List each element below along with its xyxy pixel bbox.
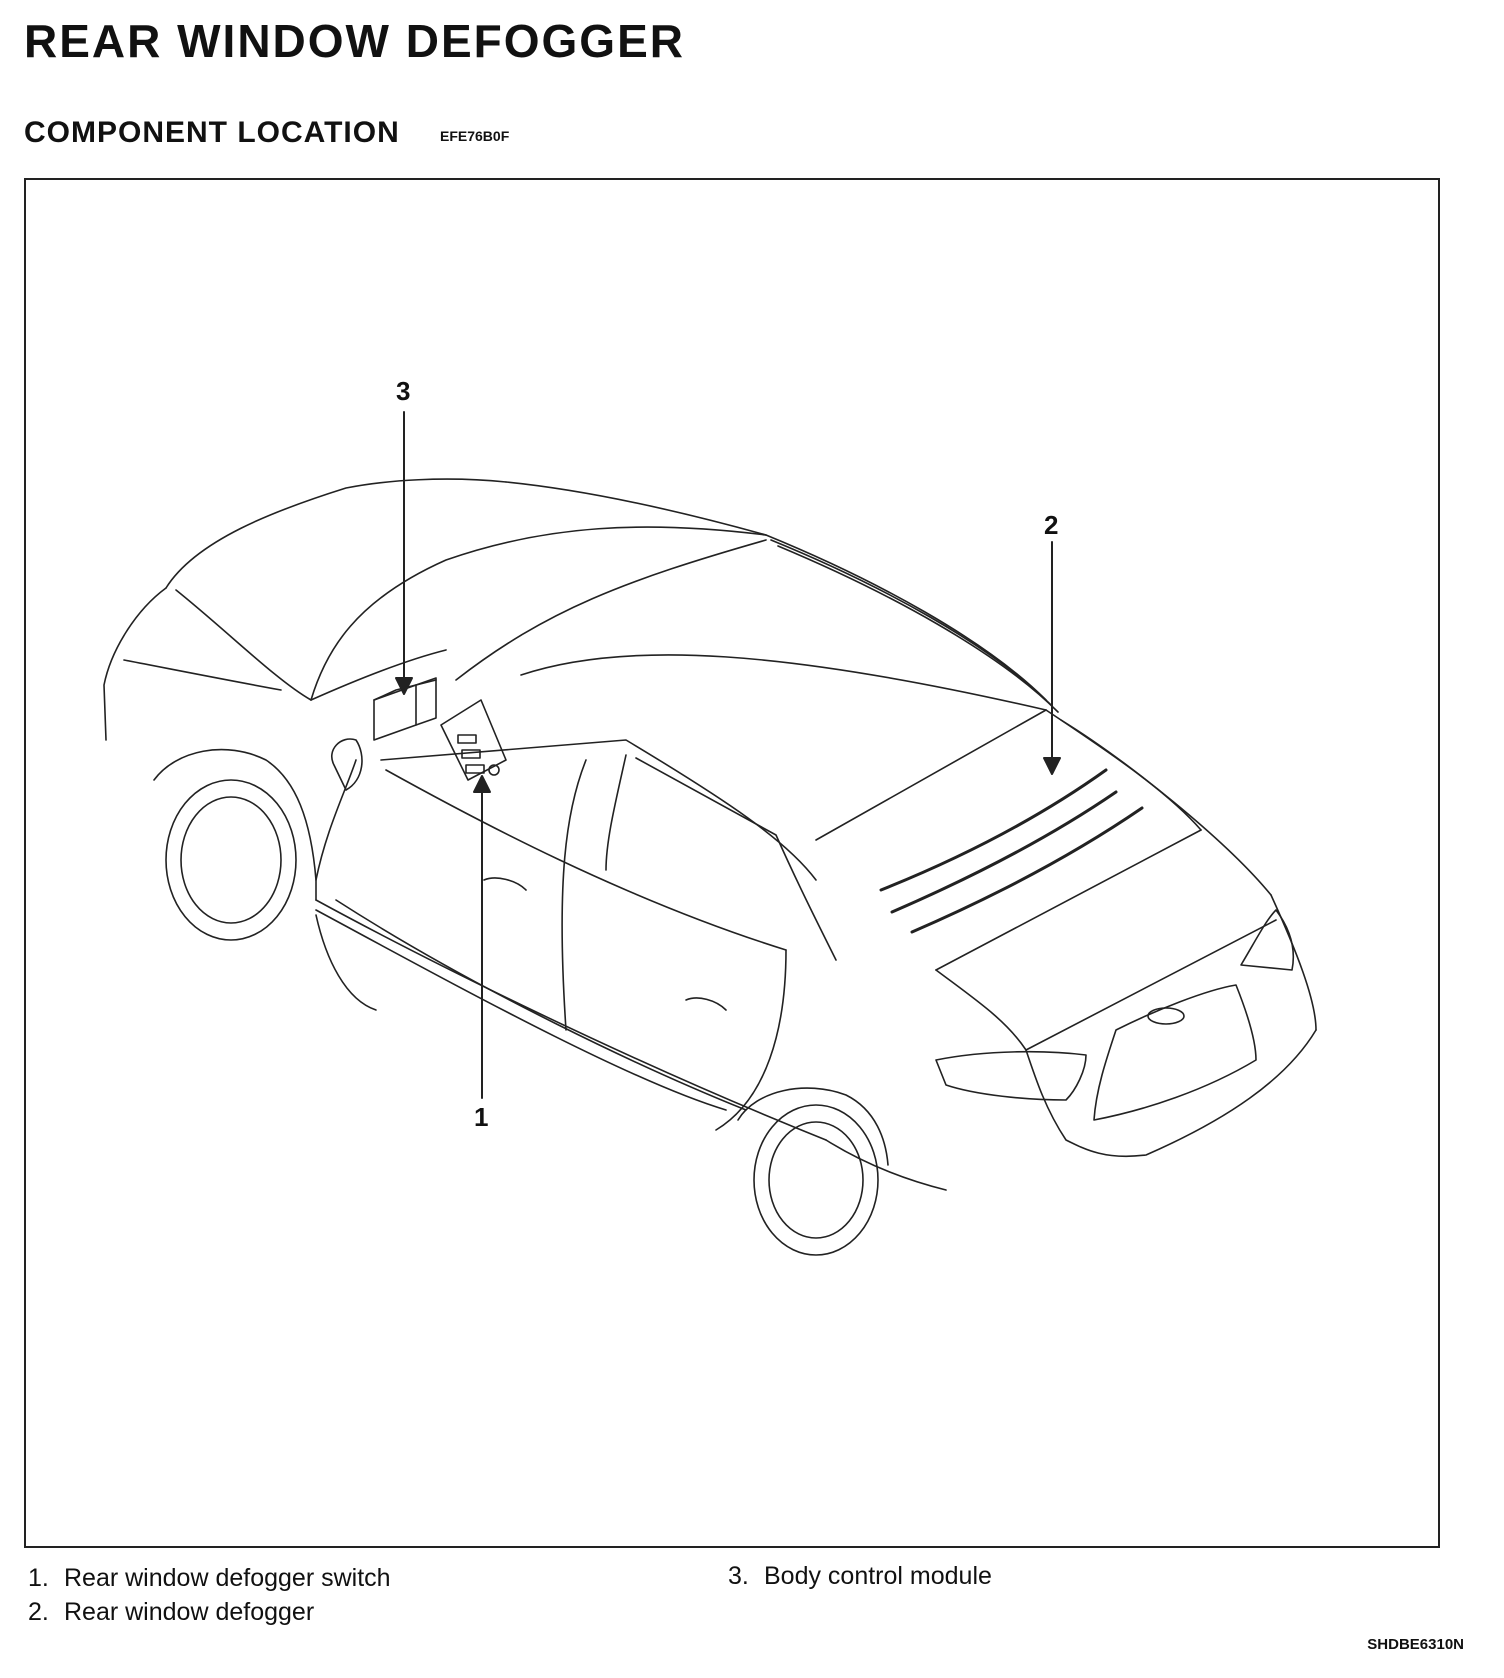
- legend-number: 3.: [728, 1562, 749, 1590]
- side-mirror: [331, 738, 363, 791]
- callout-1: 1: [474, 1102, 489, 1132]
- callout-2: 2: [1044, 510, 1059, 540]
- callout-leader-1: [473, 775, 491, 1099]
- legend-text: Body control module: [764, 1562, 992, 1590]
- legend-item: 1. Rear window defogger switch: [28, 1564, 391, 1593]
- defogger-lines: [879, 768, 1144, 934]
- figure-code: SHDBE6310N: [1367, 1636, 1464, 1653]
- legend-item: 3. Body control module: [728, 1562, 992, 1591]
- section-subtitle: COMPONENT LOCATION: [24, 116, 400, 149]
- defogger-switch-panel: [440, 699, 507, 781]
- callout-3: 3: [396, 376, 411, 406]
- callout-leader-2: [1043, 541, 1061, 775]
- car-rear: [825, 894, 1317, 1191]
- car-hood: [103, 478, 507, 741]
- legend-text: Rear window defogger: [64, 1598, 315, 1626]
- front-wheel: [153, 748, 317, 941]
- car-body-side: [315, 739, 837, 1141]
- car-roof: [310, 481, 1059, 713]
- car-illustration: [103, 411, 1317, 1256]
- legend-text: Rear window defogger switch: [64, 1564, 391, 1592]
- diagram-frame: 3 2 1: [24, 178, 1440, 1548]
- rear-window: [815, 709, 1272, 971]
- page-title: REAR WINDOW DEFOGGER: [24, 15, 685, 67]
- legend-number: 2.: [28, 1598, 49, 1626]
- legend-number: 1.: [28, 1564, 49, 1592]
- section-code: EFE76B0F: [440, 128, 510, 144]
- callout-leader-3: [395, 411, 413, 695]
- legend-item: 2. Rear window defogger: [28, 1598, 314, 1627]
- door-handles: [483, 877, 727, 1011]
- rear-wheel: [737, 1087, 889, 1256]
